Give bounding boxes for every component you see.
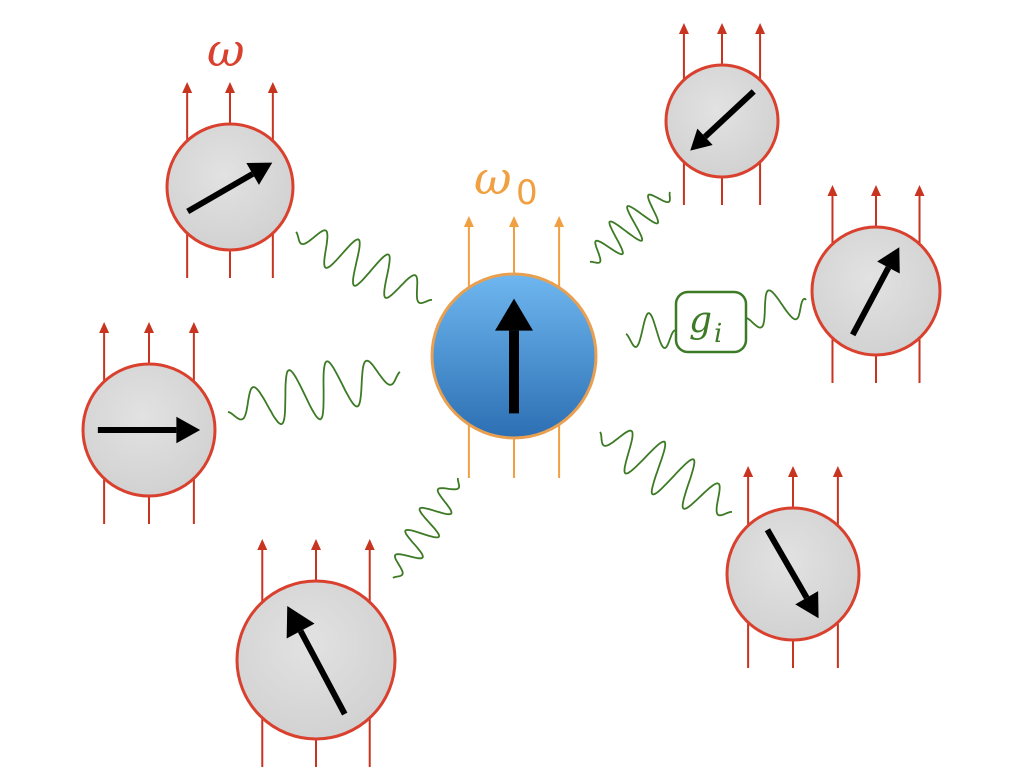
field-line-arrowhead [182,82,193,93]
bath-spin-6 [725,506,861,642]
coupling-waves [227,191,807,579]
bath-spin-2 [664,63,780,179]
field-line-arrowhead [832,466,843,477]
spin-arrow-head [495,298,533,331]
spin-arrow-shaft [764,528,810,600]
central-frequency-label: ω 0 [474,151,538,213]
svg-text:ω: ω [474,151,512,205]
central-frequency-subscript: 0 [516,173,538,213]
coupling-wave-3b [746,289,807,329]
coupling-label-box [674,290,748,354]
coupling-wave-2 [589,191,671,264]
field-line-arrowhead [554,216,565,227]
field-line-arrowhead [678,23,689,34]
spin-arrow-head [690,128,713,151]
coupling-wave-3a [625,312,677,349]
spin-arrow-head [286,605,315,639]
spin-arrow-head [246,162,273,185]
svg-text:g: g [689,300,712,341]
spin-arrow-head [176,416,201,444]
field-line-arrowhead [144,322,154,333]
field-line-arrowhead [257,539,268,550]
spin-arrow-shaft [297,629,348,716]
spin-arrow-shaft [850,266,892,337]
bath-frequency-label: ω [207,23,245,77]
bath-spin-3 [810,225,942,357]
field-line-arrowhead [871,185,881,196]
field-line-arrowhead [743,466,754,477]
coupling-wave-5 [392,477,460,579]
field-line-arrowhead [225,82,235,93]
coupling-wave-4 [227,359,401,426]
spin-arrow-head [795,591,819,619]
field-line-arrowhead [99,322,110,333]
field-line-arrowhead [717,23,727,34]
field-line-arrowhead [827,185,838,196]
field-line-arrowhead [463,216,474,227]
field-line-arrowhead [509,216,519,227]
field-line-arrowhead [755,23,766,34]
bath-spin-1 [165,122,295,252]
coupling-label: g i [674,290,748,354]
spins [81,63,942,741]
field-line-arrowhead [914,185,925,196]
coupling-wave-6 [599,429,733,517]
bath-spin-5 [235,579,397,741]
field-line-arrowhead [267,82,278,93]
field-line-arrowhead [311,539,321,550]
field-line-arrowhead [188,322,199,333]
spin-arrow-shaft [702,89,756,140]
field-line-arrowhead [364,539,375,550]
field-line-arrowhead [788,466,798,477]
coupling-label-subscript: i [714,319,722,349]
coupling-wave-1 [295,229,433,305]
bath-spin-4 [81,362,217,498]
spin-arrow-shaft [186,171,255,215]
central-spin [430,272,598,440]
spin-arrow-head [877,247,900,274]
